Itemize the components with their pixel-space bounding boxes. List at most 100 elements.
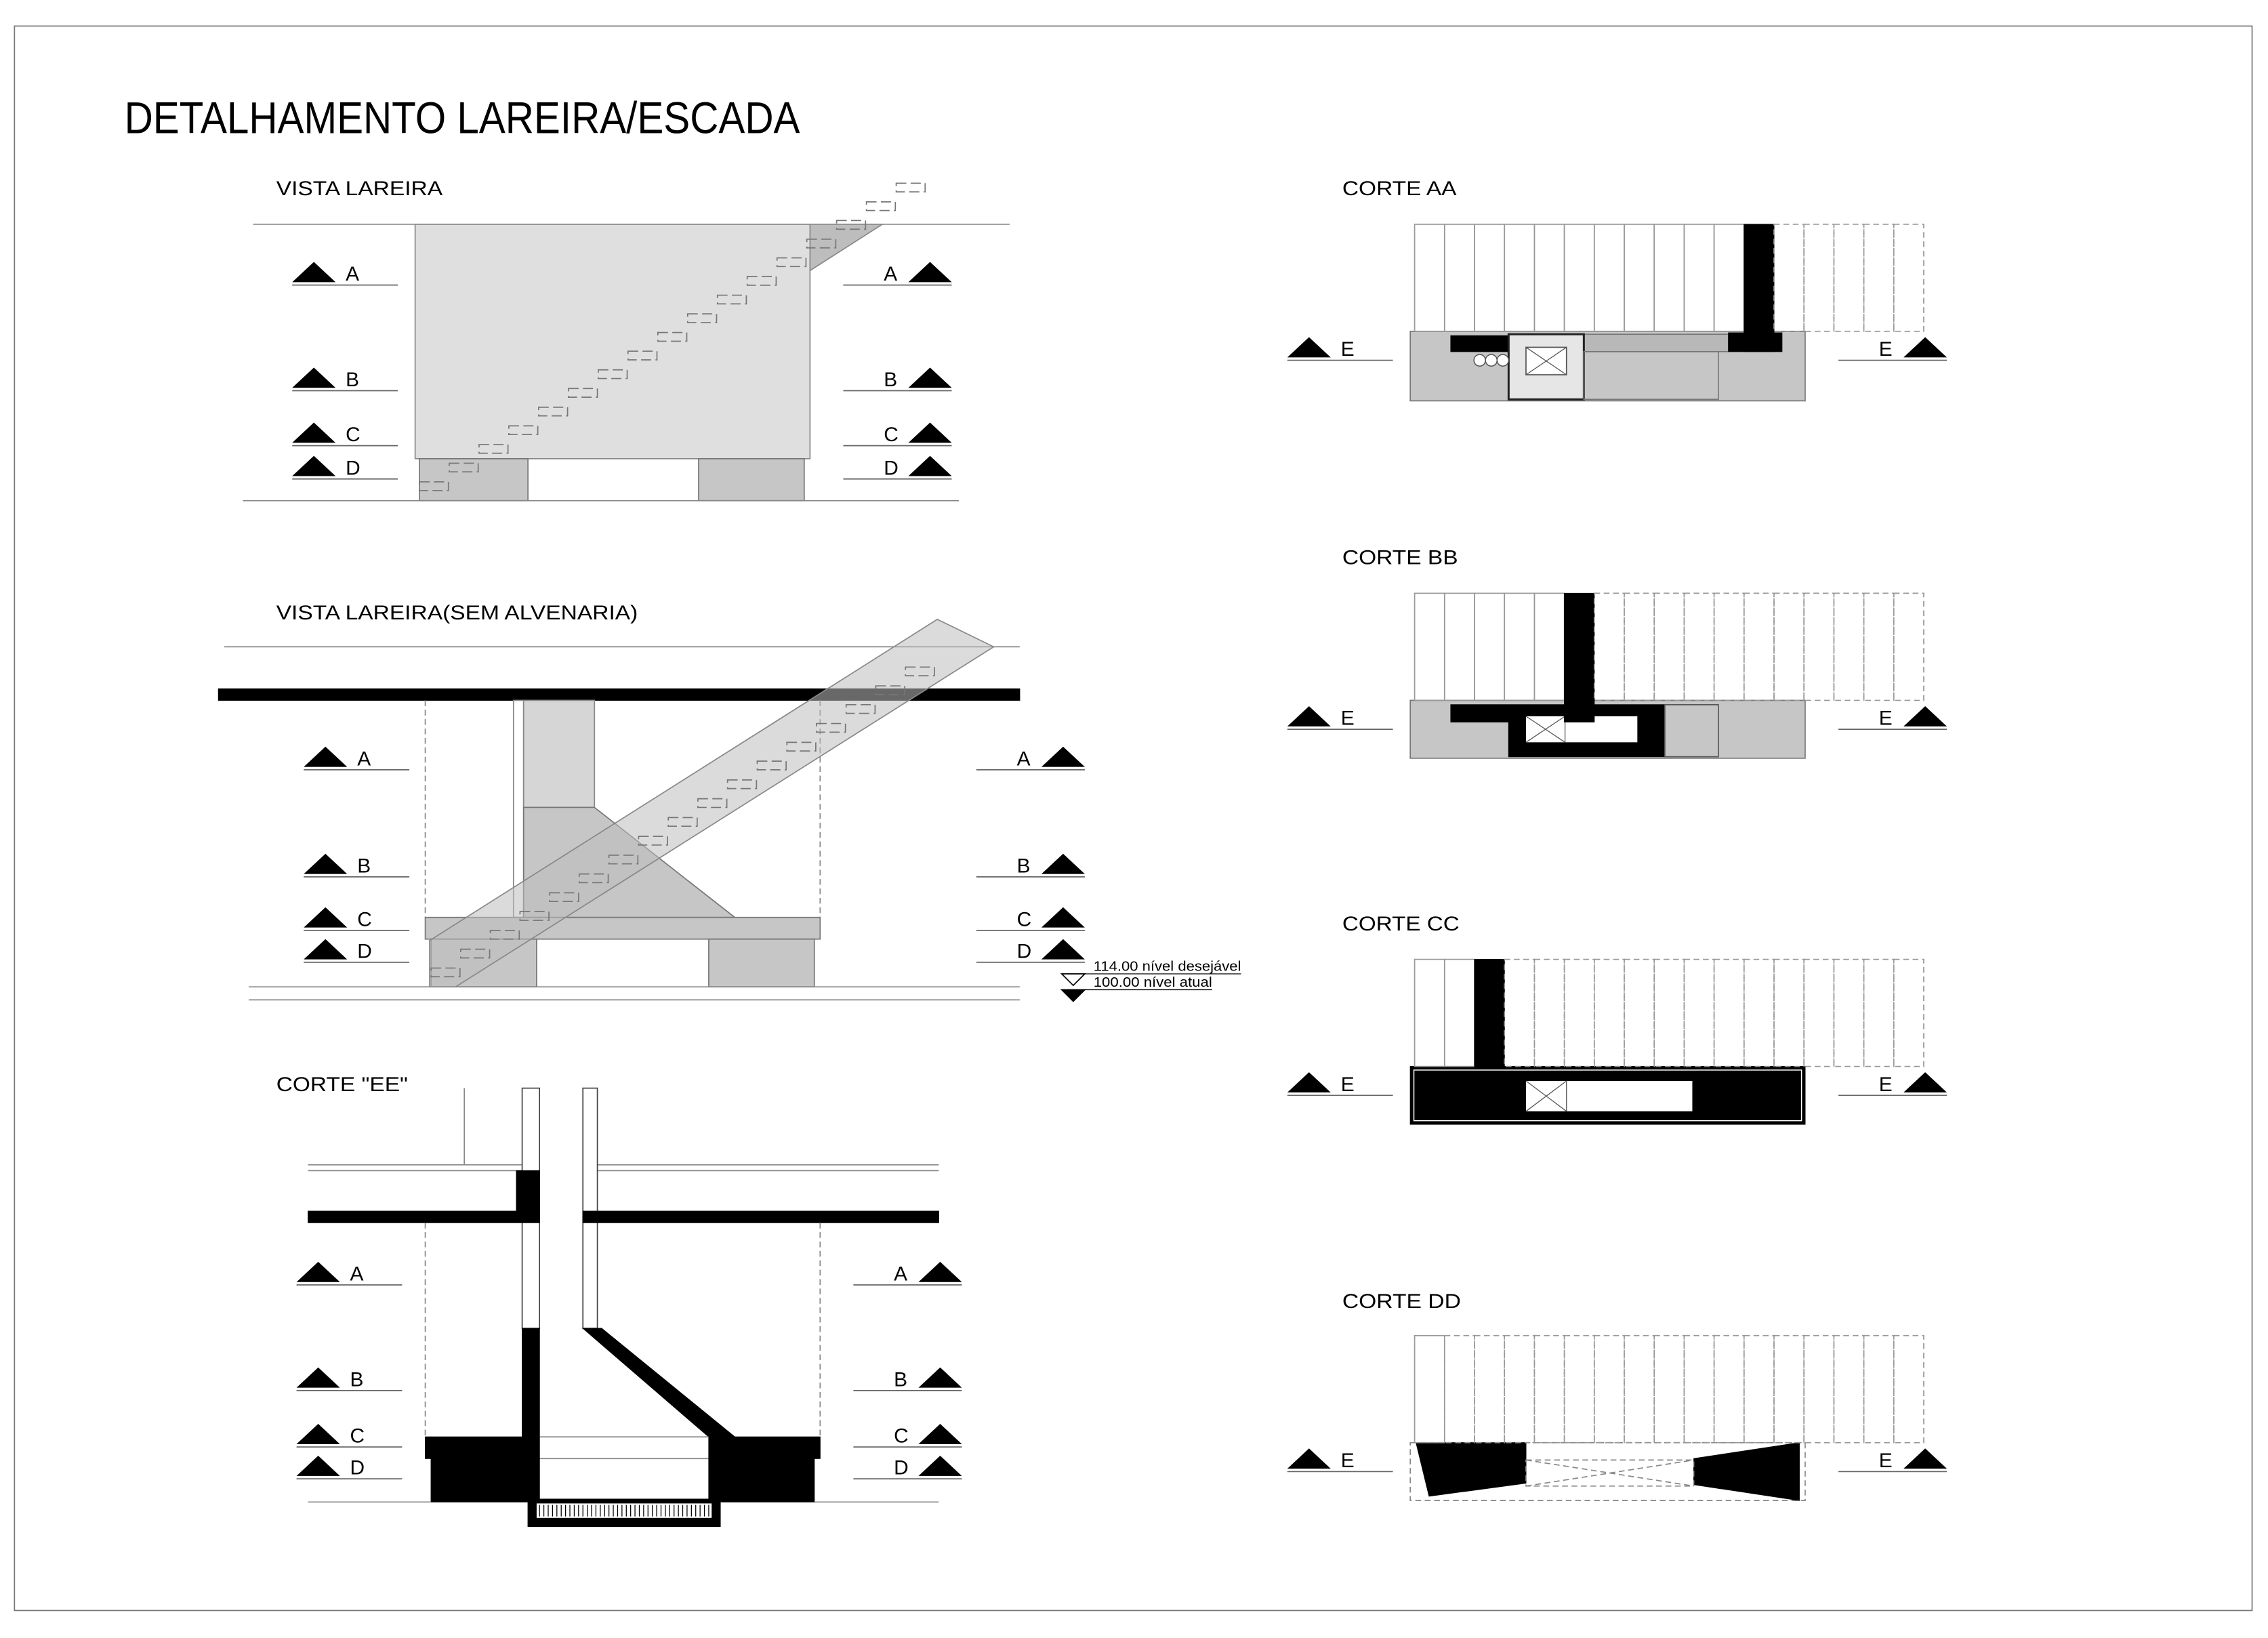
firebox-cross — [1525, 1459, 1694, 1487]
support-right — [698, 457, 805, 501]
stair-tread — [1713, 592, 1745, 701]
stair-tread — [1713, 1334, 1745, 1444]
stair-tread — [1563, 958, 1595, 1067]
stair-tread — [1743, 592, 1775, 701]
stair-step — [627, 350, 658, 361]
base-plan-edge — [1413, 1069, 1802, 1122]
stair-step — [598, 369, 628, 380]
marker-letter: C — [894, 1425, 909, 1448]
section-marker: D — [843, 455, 952, 480]
section-arrow-icon — [304, 907, 348, 928]
flue-collar — [516, 1170, 540, 1212]
stair-step — [667, 817, 698, 827]
stair-tread — [1683, 1334, 1715, 1444]
section-arrow-icon — [1041, 907, 1085, 928]
stair-tread — [1803, 592, 1835, 701]
pipe-icon — [1485, 354, 1498, 367]
stair-tread — [1593, 1334, 1625, 1444]
marker-letter: D — [1017, 940, 1032, 962]
stair-steps — [430, 666, 935, 978]
section-arrow-icon — [304, 746, 348, 767]
stair-step — [875, 685, 906, 695]
section-arrow-icon — [292, 455, 336, 476]
hearth-outline — [1583, 350, 1719, 401]
marker-letter: B — [357, 855, 371, 877]
stair-tread — [1624, 1334, 1655, 1444]
section-marker: A — [296, 1261, 403, 1286]
section-marker: E — [1287, 705, 1393, 730]
stair-tread — [1863, 958, 1895, 1067]
section-arrow-icon — [1903, 1448, 1947, 1469]
stair-tread — [1803, 1334, 1835, 1444]
stair-tread — [1683, 592, 1715, 701]
view-title: CORTE DD — [1342, 1290, 1461, 1313]
stair-steps — [419, 182, 926, 491]
stair-step — [549, 892, 579, 903]
fire-grate — [539, 1504, 709, 1517]
section-marker: B — [304, 853, 410, 878]
level-annotation: 114.00 nível desejável 100.00 nível atua… — [1060, 960, 1241, 1002]
marker-letter: E — [1341, 338, 1355, 361]
support-left — [430, 1458, 540, 1502]
marker-letter: A — [350, 1263, 364, 1286]
section-marker: A — [843, 262, 952, 286]
marker-letter: B — [894, 1368, 907, 1391]
stair-step — [419, 481, 449, 491]
stair-tread — [1624, 592, 1655, 701]
section-marker: B — [292, 367, 398, 392]
stair-step — [786, 741, 817, 752]
section-arrow-icon — [1287, 1072, 1331, 1093]
section-arrow-icon — [908, 422, 952, 443]
section-marker: D — [296, 1455, 403, 1479]
marker-letter: E — [1879, 338, 1893, 361]
stair-tread — [1803, 958, 1835, 1067]
section-marker: C — [292, 422, 398, 447]
section-marker: D — [292, 455, 398, 480]
stair-tread — [1563, 1334, 1595, 1444]
section-marker: A — [976, 746, 1085, 771]
section-marker: D — [304, 939, 410, 963]
pipe-icon — [1473, 354, 1486, 367]
stair-tread — [1773, 958, 1805, 1067]
stair-step — [697, 798, 728, 808]
stair-step — [430, 967, 461, 978]
fireplace-masonry — [414, 224, 811, 459]
stair-tread — [1624, 958, 1655, 1067]
ash-box-cross — [1525, 716, 1565, 743]
section-marker: E — [1838, 1072, 1947, 1097]
floor-beam-left — [308, 1210, 540, 1223]
section-marker: D — [976, 939, 1085, 963]
stair-step — [608, 855, 639, 865]
view-title: VISTA LAREIRA — [276, 178, 443, 200]
hearth-slab-right — [708, 1436, 821, 1459]
section-arrow-icon — [918, 1367, 962, 1388]
support-right — [708, 938, 815, 988]
section-marker: E — [1838, 1448, 1947, 1473]
stair-tread — [1893, 958, 1924, 1067]
stair-tread — [1713, 958, 1745, 1067]
section-arrow-icon — [918, 1455, 962, 1476]
support-left — [419, 457, 529, 501]
stair-step — [519, 911, 550, 921]
stair-step — [836, 220, 867, 230]
stair-step — [538, 406, 569, 417]
wall-solid — [1450, 335, 1509, 352]
marker-letter: C — [1017, 908, 1032, 930]
marker-letter: B — [1017, 855, 1031, 877]
marker-letter: D — [884, 457, 899, 479]
section-marker: B — [296, 1367, 403, 1391]
firebox-opening — [1525, 1080, 1693, 1111]
stair-wall-solid — [1564, 592, 1595, 722]
section-arrow-icon — [304, 853, 348, 874]
ash-box-cross — [1525, 346, 1567, 375]
stair-step — [756, 760, 787, 771]
section-marker: B — [853, 1367, 962, 1391]
firebox-back-wall — [522, 1328, 540, 1437]
stair-step — [806, 239, 837, 249]
ash-box-cross — [1525, 1080, 1567, 1112]
